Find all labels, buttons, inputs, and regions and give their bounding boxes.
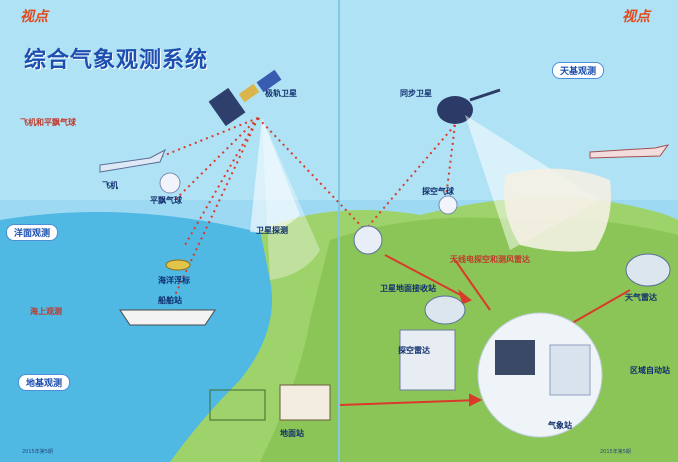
buoy-icon — [166, 260, 190, 270]
logo: 视点 — [20, 6, 48, 26]
ground-station-building — [280, 385, 330, 420]
tag-ocean-obs: 洋面观测 — [6, 224, 58, 241]
radar-building — [400, 330, 455, 390]
tag-sky-obs: 天基观测 — [552, 62, 604, 79]
radar-dish-icon — [425, 296, 465, 324]
label-ground-station: 地面站 — [280, 428, 304, 439]
balloon-icon — [160, 173, 180, 193]
label-sounding-balloon: 探空气球 — [422, 186, 454, 197]
logo-right: 视点 — [622, 6, 650, 26]
label-airplane: 飞机 — [102, 180, 118, 191]
label-wind-profiler: 无线电探空和测风雷达 — [450, 254, 530, 265]
weather-radar-icon — [626, 254, 670, 286]
label-sat-receiver: 卫星地面接收站 — [380, 283, 436, 294]
monitor-icon — [495, 340, 535, 375]
label-balloon: 平飘气球 — [150, 195, 182, 206]
tag-ground-obs: 地基观测 — [18, 374, 70, 391]
page-title: 综合气象观测系统 — [24, 42, 208, 74]
label-polar-sat: 极轨卫星 — [265, 88, 297, 99]
label-weather-center: 气象站 — [548, 420, 572, 431]
sounding-balloon-icon — [439, 196, 457, 214]
ship-icon — [120, 310, 215, 325]
label-airplane-sounding: 飞机和平飘气球 — [20, 117, 76, 128]
receiver-dish-icon — [354, 226, 382, 254]
label-sat-probe: 卫星探测 — [256, 225, 288, 236]
label-weather-radar: 天气雷达 — [625, 292, 657, 303]
label-buoy: 海洋浮标 — [158, 275, 190, 286]
footer-right: 2015年第5期 — [600, 448, 631, 455]
label-ship-station: 船舶站 — [158, 295, 182, 306]
label-marine-obs: 海上观测 — [30, 306, 62, 317]
label-upper-air: 探空雷达 — [398, 345, 430, 356]
footer-left: 2015年第5期 — [22, 448, 53, 455]
label-regional-station: 区域自动站 — [630, 365, 670, 376]
label-geo-sat: 同步卫星 — [400, 88, 432, 99]
